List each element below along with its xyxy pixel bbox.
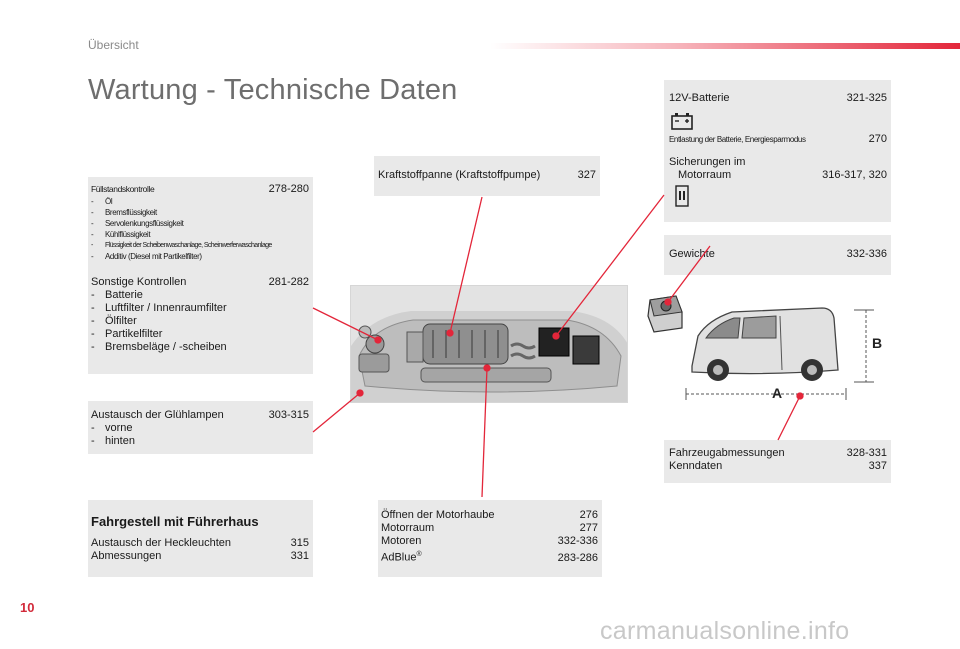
fuses-label-2: Motorraum — [678, 169, 732, 181]
chassis-box: Fahrgestell mit Führerhaus Austausch der… — [88, 500, 313, 577]
page-ref[interactable]: 328-331 — [846, 447, 887, 459]
adblue-cap-illustration — [647, 295, 683, 333]
fuses-pages[interactable]: 316-317, 320 — [822, 169, 887, 181]
section-label: Übersicht — [88, 38, 139, 52]
fluid-checks-box: Füllstandskontrolle 278-280 -Öl -Bremsfl… — [88, 177, 313, 374]
fuel-pages[interactable]: 327 — [577, 169, 596, 181]
list-item: -vorne — [91, 422, 133, 434]
fuse-icon — [675, 185, 689, 207]
weights-pages[interactable]: 332-336 — [846, 248, 887, 260]
bulbs-title: Austausch der Glühlampen — [91, 409, 224, 421]
page-ref[interactable]: 277 — [579, 522, 598, 534]
list-item: -Ölfilter — [91, 315, 137, 327]
page-title: Wartung - Technische Daten — [88, 74, 458, 106]
list-item: -Öl — [91, 197, 113, 206]
list-item: -Batterie — [91, 289, 143, 301]
list-item: -Kühlflüssigkeit — [91, 230, 151, 239]
fluid-checks-pages[interactable]: 278-280 — [268, 183, 309, 195]
list-item: -Additiv (Diesel mit Partikelfilter) — [91, 252, 202, 261]
page-ref[interactable]: 332-336 — [557, 535, 598, 547]
list-item: -Flüssigkeit der Scheibenwaschanlage, Sc… — [91, 242, 272, 249]
fuses-label: Sicherungen im — [669, 156, 746, 168]
page-ref[interactable]: 337 — [868, 460, 887, 472]
list-item: -hinten — [91, 435, 135, 447]
list-item: -Partikelfilter — [91, 328, 163, 340]
page-ref[interactable]: 331 — [290, 550, 309, 562]
page-ref[interactable]: 283-286 — [557, 551, 598, 564]
battery-title: 12V-Batterie — [669, 92, 730, 104]
van-dimensions-illustration: B A — [647, 295, 882, 401]
weights-box: Gewichte 332-336 — [664, 235, 891, 275]
list-item: -Bremsbeläge / -scheiben — [91, 341, 227, 353]
battery-sub-label: Entlastung der Batterie, Energiesparmodu… — [669, 135, 806, 144]
fuel-box: Kraftstoffpanne (Kraftstoffpumpe) 327 — [374, 156, 600, 196]
weights-label: Gewichte — [669, 248, 715, 260]
dimension-label-b: B — [872, 335, 882, 351]
other-checks-pages[interactable]: 281-282 — [268, 276, 309, 288]
list-item: -Bremsflüssigkeit — [91, 208, 157, 217]
page-ref[interactable]: 315 — [290, 537, 309, 549]
list-item: -Servolenkungsflüssigkeit — [91, 219, 184, 228]
bulbs-box: Austausch der Glühlampen 303-315 -vorne … — [88, 401, 313, 454]
battery-box: 12V-Batterie 321-325 Entlastung der Batt… — [664, 80, 891, 222]
table-row: AdBlue®283-286 — [381, 551, 598, 564]
page-number: 10 — [20, 600, 35, 615]
header-accent-bar — [490, 43, 960, 49]
bulbs-pages[interactable]: 303-315 — [268, 409, 309, 421]
battery-icon — [671, 113, 693, 130]
battery-pages[interactable]: 321-325 — [846, 92, 887, 104]
page-ref[interactable]: 276 — [579, 509, 598, 521]
list-item: -Luftfilter / Innenraumfilter — [91, 302, 227, 314]
battery-sub-pages[interactable]: 270 — [868, 133, 887, 145]
fuel-label: Kraftstoffpanne (Kraftstoffpumpe) — [378, 169, 541, 181]
other-checks-title: Sonstige Kontrollen — [91, 276, 187, 288]
dimension-label-a: A — [772, 385, 782, 401]
watermark: carmanualsonline.info — [600, 617, 850, 645]
chassis-title: Fahrgestell mit Führerhaus — [91, 514, 259, 529]
fluid-checks-title: Füllstandskontrolle — [91, 184, 155, 194]
